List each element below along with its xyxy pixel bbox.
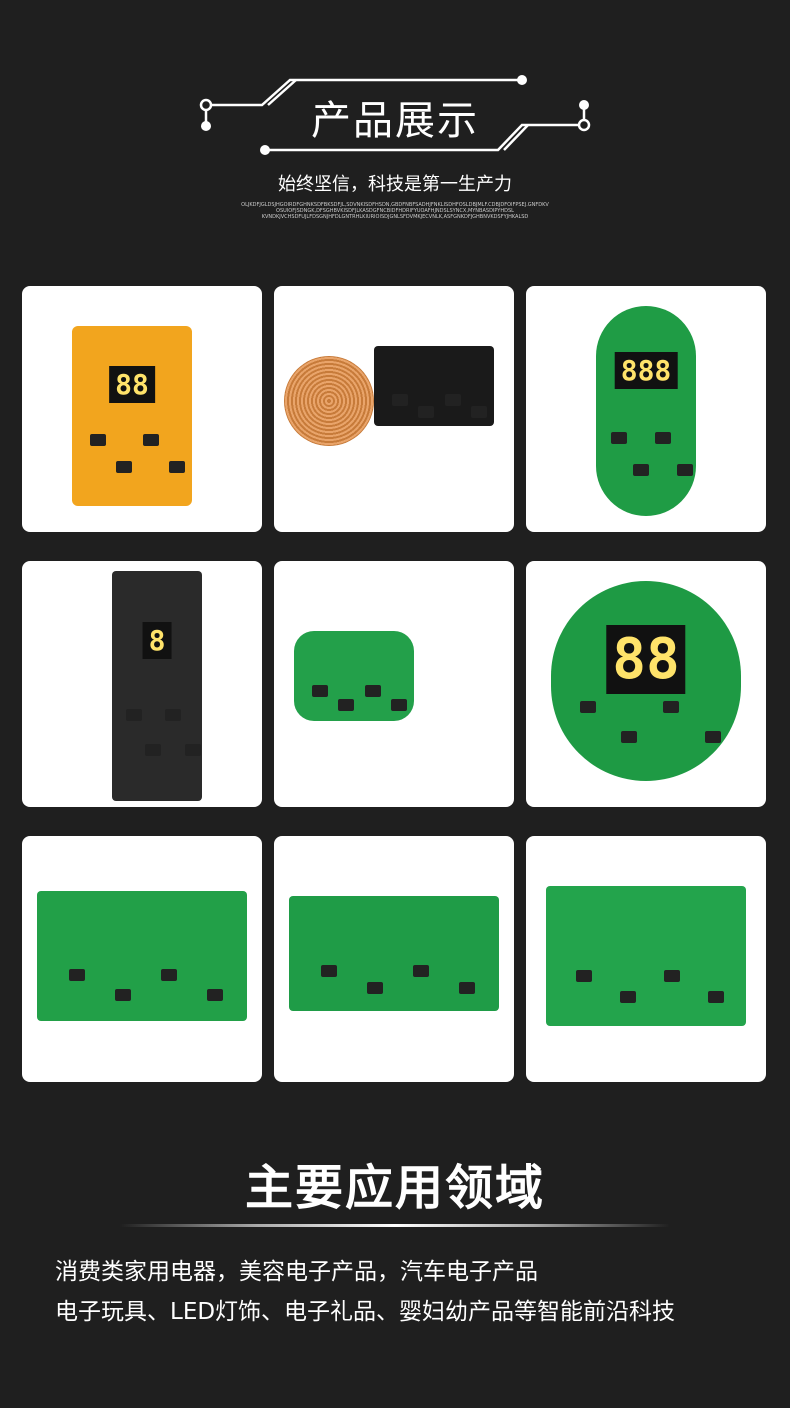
section-title: 产品展示 bbox=[311, 98, 479, 144]
pcb-image bbox=[374, 346, 494, 426]
chip bbox=[165, 709, 182, 721]
chip bbox=[579, 701, 596, 713]
chip bbox=[391, 698, 408, 711]
chip bbox=[338, 698, 355, 711]
pcb-image bbox=[289, 896, 499, 1011]
segment-display: 88 bbox=[606, 625, 686, 694]
fine-print-line: KVNDKJVCHSDFUJLFDSGNJHFDLGNTRHLKIURIOISD… bbox=[261, 214, 529, 220]
applications-line: 电子玩具、LED灯饰、电子礼品、婴妇幼产品等智能前沿科技 bbox=[55, 1299, 676, 1325]
product-card-controller-pcb[interactable] bbox=[274, 836, 514, 1082]
chip bbox=[664, 970, 680, 982]
fine-print-line: OSUIOFJSDNGK,DFSGHBVKISDFJLKASDGFNCBIDFH… bbox=[276, 208, 514, 214]
chip bbox=[312, 685, 328, 697]
product-card-green-oval-display-pcb[interactable]: 888 bbox=[526, 286, 766, 532]
chip bbox=[412, 965, 429, 977]
pcb-image: 88 bbox=[551, 581, 741, 781]
slogan: 始终坚信，科技是第一生产力 bbox=[278, 174, 512, 195]
pcb-image: 88 bbox=[72, 326, 192, 506]
chip bbox=[68, 969, 85, 981]
chip bbox=[621, 731, 638, 743]
product-card-black-strip-pcb[interactable]: 8 bbox=[22, 561, 262, 807]
chip bbox=[576, 970, 592, 982]
circuit-decoration bbox=[199, 75, 591, 155]
chip bbox=[471, 406, 488, 418]
chip bbox=[116, 461, 133, 473]
fine-print-line: OLJKDFJGLDSJHGOIRDFGHNKSDFBKSDFJL,SDVNKI… bbox=[241, 202, 549, 208]
pcb-image: 888 bbox=[596, 306, 696, 516]
chip bbox=[444, 394, 461, 406]
chip bbox=[704, 731, 721, 743]
chip bbox=[90, 434, 106, 446]
product-card-round-display-pcb[interactable]: 88 bbox=[526, 561, 766, 807]
product-card-yellow-display-pcb[interactable]: 88 bbox=[22, 286, 262, 532]
chip bbox=[633, 463, 649, 476]
chip bbox=[145, 743, 162, 756]
product-card-relay-grid-pcb[interactable] bbox=[22, 836, 262, 1082]
chip bbox=[114, 988, 131, 1001]
pcb-image bbox=[294, 631, 414, 721]
chip bbox=[207, 988, 224, 1001]
chip bbox=[663, 701, 680, 713]
chip bbox=[169, 461, 186, 473]
segment-display: 888 bbox=[614, 352, 678, 390]
product-card-wireless-charger-pcb[interactable] bbox=[274, 286, 514, 532]
chip bbox=[184, 743, 201, 756]
chip bbox=[708, 991, 724, 1003]
coil-image bbox=[284, 356, 374, 446]
chip bbox=[125, 709, 142, 721]
product-card-green-battery-pcb[interactable] bbox=[274, 561, 514, 807]
pcb-image: 8 bbox=[112, 571, 202, 801]
chip bbox=[392, 394, 408, 406]
chip bbox=[677, 463, 693, 476]
divider bbox=[120, 1224, 670, 1227]
applications-line: 消费类家用电器，美容电子产品，汽车电子产品 bbox=[55, 1259, 538, 1285]
chip bbox=[620, 991, 636, 1003]
chip bbox=[142, 434, 159, 446]
chip bbox=[611, 432, 627, 444]
pcb-image bbox=[546, 886, 746, 1026]
fine-print: OLJKDFJGLDSJHGOIRDFGHNKSDFBKSDFJL,SDVNKI… bbox=[230, 202, 560, 220]
chip bbox=[160, 969, 177, 981]
segment-display: 8 bbox=[142, 621, 172, 659]
chip bbox=[418, 406, 435, 418]
applications-title: 主要应用领域 bbox=[244, 1160, 545, 1216]
product-card-relay-board-pcb[interactable] bbox=[526, 836, 766, 1082]
pcb-image bbox=[37, 891, 247, 1021]
chip bbox=[459, 982, 476, 995]
chip bbox=[366, 982, 383, 995]
chip bbox=[655, 432, 671, 444]
segment-display: 88 bbox=[109, 365, 155, 403]
chip bbox=[364, 685, 381, 697]
chip bbox=[320, 965, 337, 977]
